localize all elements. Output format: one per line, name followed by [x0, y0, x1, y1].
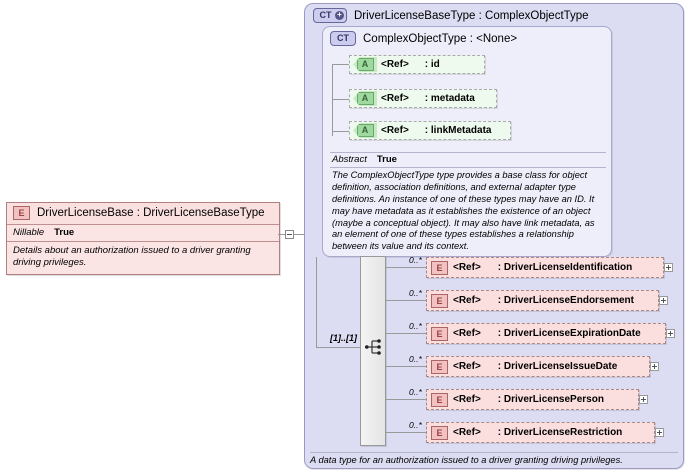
attribute-name: : metadata	[424, 93, 475, 104]
element-ref: <Ref>	[453, 295, 481, 306]
element-expand-icon[interactable]	[664, 263, 673, 272]
element-row[interactable]: E <Ref> : DriverLicenseIssueDate	[426, 356, 650, 377]
sequence-icon	[365, 339, 381, 355]
element-ref: <Ref>	[453, 361, 481, 372]
attribute-icon: A	[356, 124, 374, 137]
sequence-compositor-bar[interactable]	[360, 256, 386, 446]
element-connector-line	[386, 432, 426, 433]
attr-tree-branch-3	[332, 131, 349, 132]
element-row[interactable]: E <Ref> : DriverLicenseExpirationDate	[426, 323, 666, 344]
element-multiplicity: 0..*	[409, 288, 422, 298]
element-expand-icon[interactable]	[655, 428, 664, 437]
attribute-ref: <Ref>	[381, 59, 409, 70]
element-icon: E	[431, 260, 448, 275]
attribute-icon-wrap: A	[353, 123, 377, 138]
element-connector-line	[386, 399, 426, 400]
connector-line-right	[294, 234, 306, 235]
element-name: : DriverLicenseRestriction	[497, 427, 623, 438]
element-multiplicity: 0..*	[409, 321, 422, 331]
element-description: Details about an authorization issued to…	[7, 242, 279, 274]
attr-tree-trunk	[332, 64, 333, 136]
abstract-label: Abstract	[332, 154, 367, 165]
attribute-icon-wrap: A	[353, 57, 377, 72]
element-name: : DriverLicenseIssueDate	[497, 361, 618, 372]
attr-tree-branch-1	[332, 64, 349, 65]
nillable-label: Nillable	[13, 227, 45, 238]
element-connector-line	[386, 267, 426, 268]
attribute-row[interactable]: A <Ref> : linkMetadata	[349, 121, 511, 140]
element-row[interactable]: E <Ref> : DriverLicenseEndorsement	[426, 290, 659, 311]
attribute-icon: A	[356, 92, 374, 105]
element-connector-line	[386, 366, 426, 367]
element-expand-icon[interactable]	[659, 296, 668, 305]
element-icon: E	[431, 359, 448, 374]
element-box-header: E DriverLicenseBase : DriverLicenseBaseT…	[7, 203, 279, 225]
attribute-name: : linkMetadata	[424, 125, 492, 136]
element-expand-icon[interactable]	[650, 362, 659, 371]
element-ref: <Ref>	[453, 328, 481, 339]
element-multiplicity: 0..*	[409, 420, 422, 430]
element-name: : DriverLicensePerson	[497, 394, 604, 405]
sequence-trunk-line	[316, 257, 317, 347]
base-type-header: CT ComplexObjectType : <None>	[330, 31, 517, 46]
element-icon: E	[431, 326, 448, 341]
element-row[interactable]: E <Ref> : DriverLicensePerson	[426, 389, 639, 410]
attribute-ref: <Ref>	[381, 125, 409, 136]
element-icon: E	[13, 206, 30, 220]
element-expand-icon[interactable]	[666, 329, 675, 338]
complex-type-icon[interactable]: CT+	[313, 8, 347, 23]
attribute-icon-wrap: A	[353, 91, 377, 106]
element-icon: E	[431, 293, 448, 308]
attribute-row[interactable]: A <Ref> : id	[349, 55, 485, 74]
connector-line-left	[278, 234, 285, 235]
element-name: : DriverLicenseIdentification	[497, 262, 633, 273]
element-ref: <Ref>	[453, 262, 481, 273]
element-icon: E	[431, 392, 448, 407]
element-multiplicity: 0..*	[409, 255, 422, 265]
sequence-entry-line	[316, 347, 360, 348]
collapse-toggle-icon[interactable]	[285, 230, 294, 239]
element-ref: <Ref>	[453, 394, 481, 405]
sequence-multiplicity: [1]..[1]	[330, 333, 357, 343]
abstract-value: True	[376, 154, 397, 165]
element-multiplicity: 0..*	[409, 387, 422, 397]
element-definition-box[interactable]: E DriverLicenseBase : DriverLicenseBaseT…	[6, 202, 280, 275]
element-nillable-row: Nillable True	[7, 225, 279, 242]
element-connector-line	[386, 300, 426, 301]
attribute-ref: <Ref>	[381, 93, 409, 104]
abstract-row: Abstract True	[330, 152, 606, 168]
element-icon: E	[431, 425, 448, 440]
complex-type-title: DriverLicenseBaseType : ComplexObjectTyp…	[354, 9, 589, 22]
abstract-description: The ComplexObjectType type provides a ba…	[332, 170, 595, 252]
element-name: : DriverLicenseExpirationDate	[497, 328, 641, 339]
element-row[interactable]: E <Ref> : DriverLicenseRestriction	[426, 422, 655, 443]
element-expand-icon[interactable]	[639, 395, 648, 404]
nillable-value: True	[54, 227, 75, 238]
base-type-title: ComplexObjectType : <None>	[363, 32, 518, 45]
complex-type-header: CT+ DriverLicenseBaseType : ComplexObjec…	[313, 8, 589, 23]
abstract-doc-block: Abstract True The ComplexObjectType type…	[330, 152, 606, 253]
element-connector-line	[386, 333, 426, 334]
element-multiplicity: 0..*	[409, 354, 422, 364]
complex-type-badge-label: CT	[319, 10, 332, 20]
attribute-row[interactable]: A <Ref> : metadata	[349, 89, 497, 108]
attribute-icon: A	[356, 58, 374, 71]
element-name: : DriverLicenseEndorsement	[497, 295, 634, 306]
base-type-icon[interactable]: CT	[330, 31, 356, 46]
element-row[interactable]: E <Ref> : DriverLicenseIdentification	[426, 257, 664, 278]
attr-tree-branch-2	[332, 99, 349, 100]
element-box-title: DriverLicenseBase : DriverLicenseBaseTyp…	[37, 207, 265, 219]
complex-type-footer-doc: A data type for an authorization issued …	[310, 452, 678, 465]
attribute-name: : id	[424, 59, 440, 70]
expand-plus-icon[interactable]: +	[335, 11, 344, 20]
element-ref: <Ref>	[453, 427, 481, 438]
